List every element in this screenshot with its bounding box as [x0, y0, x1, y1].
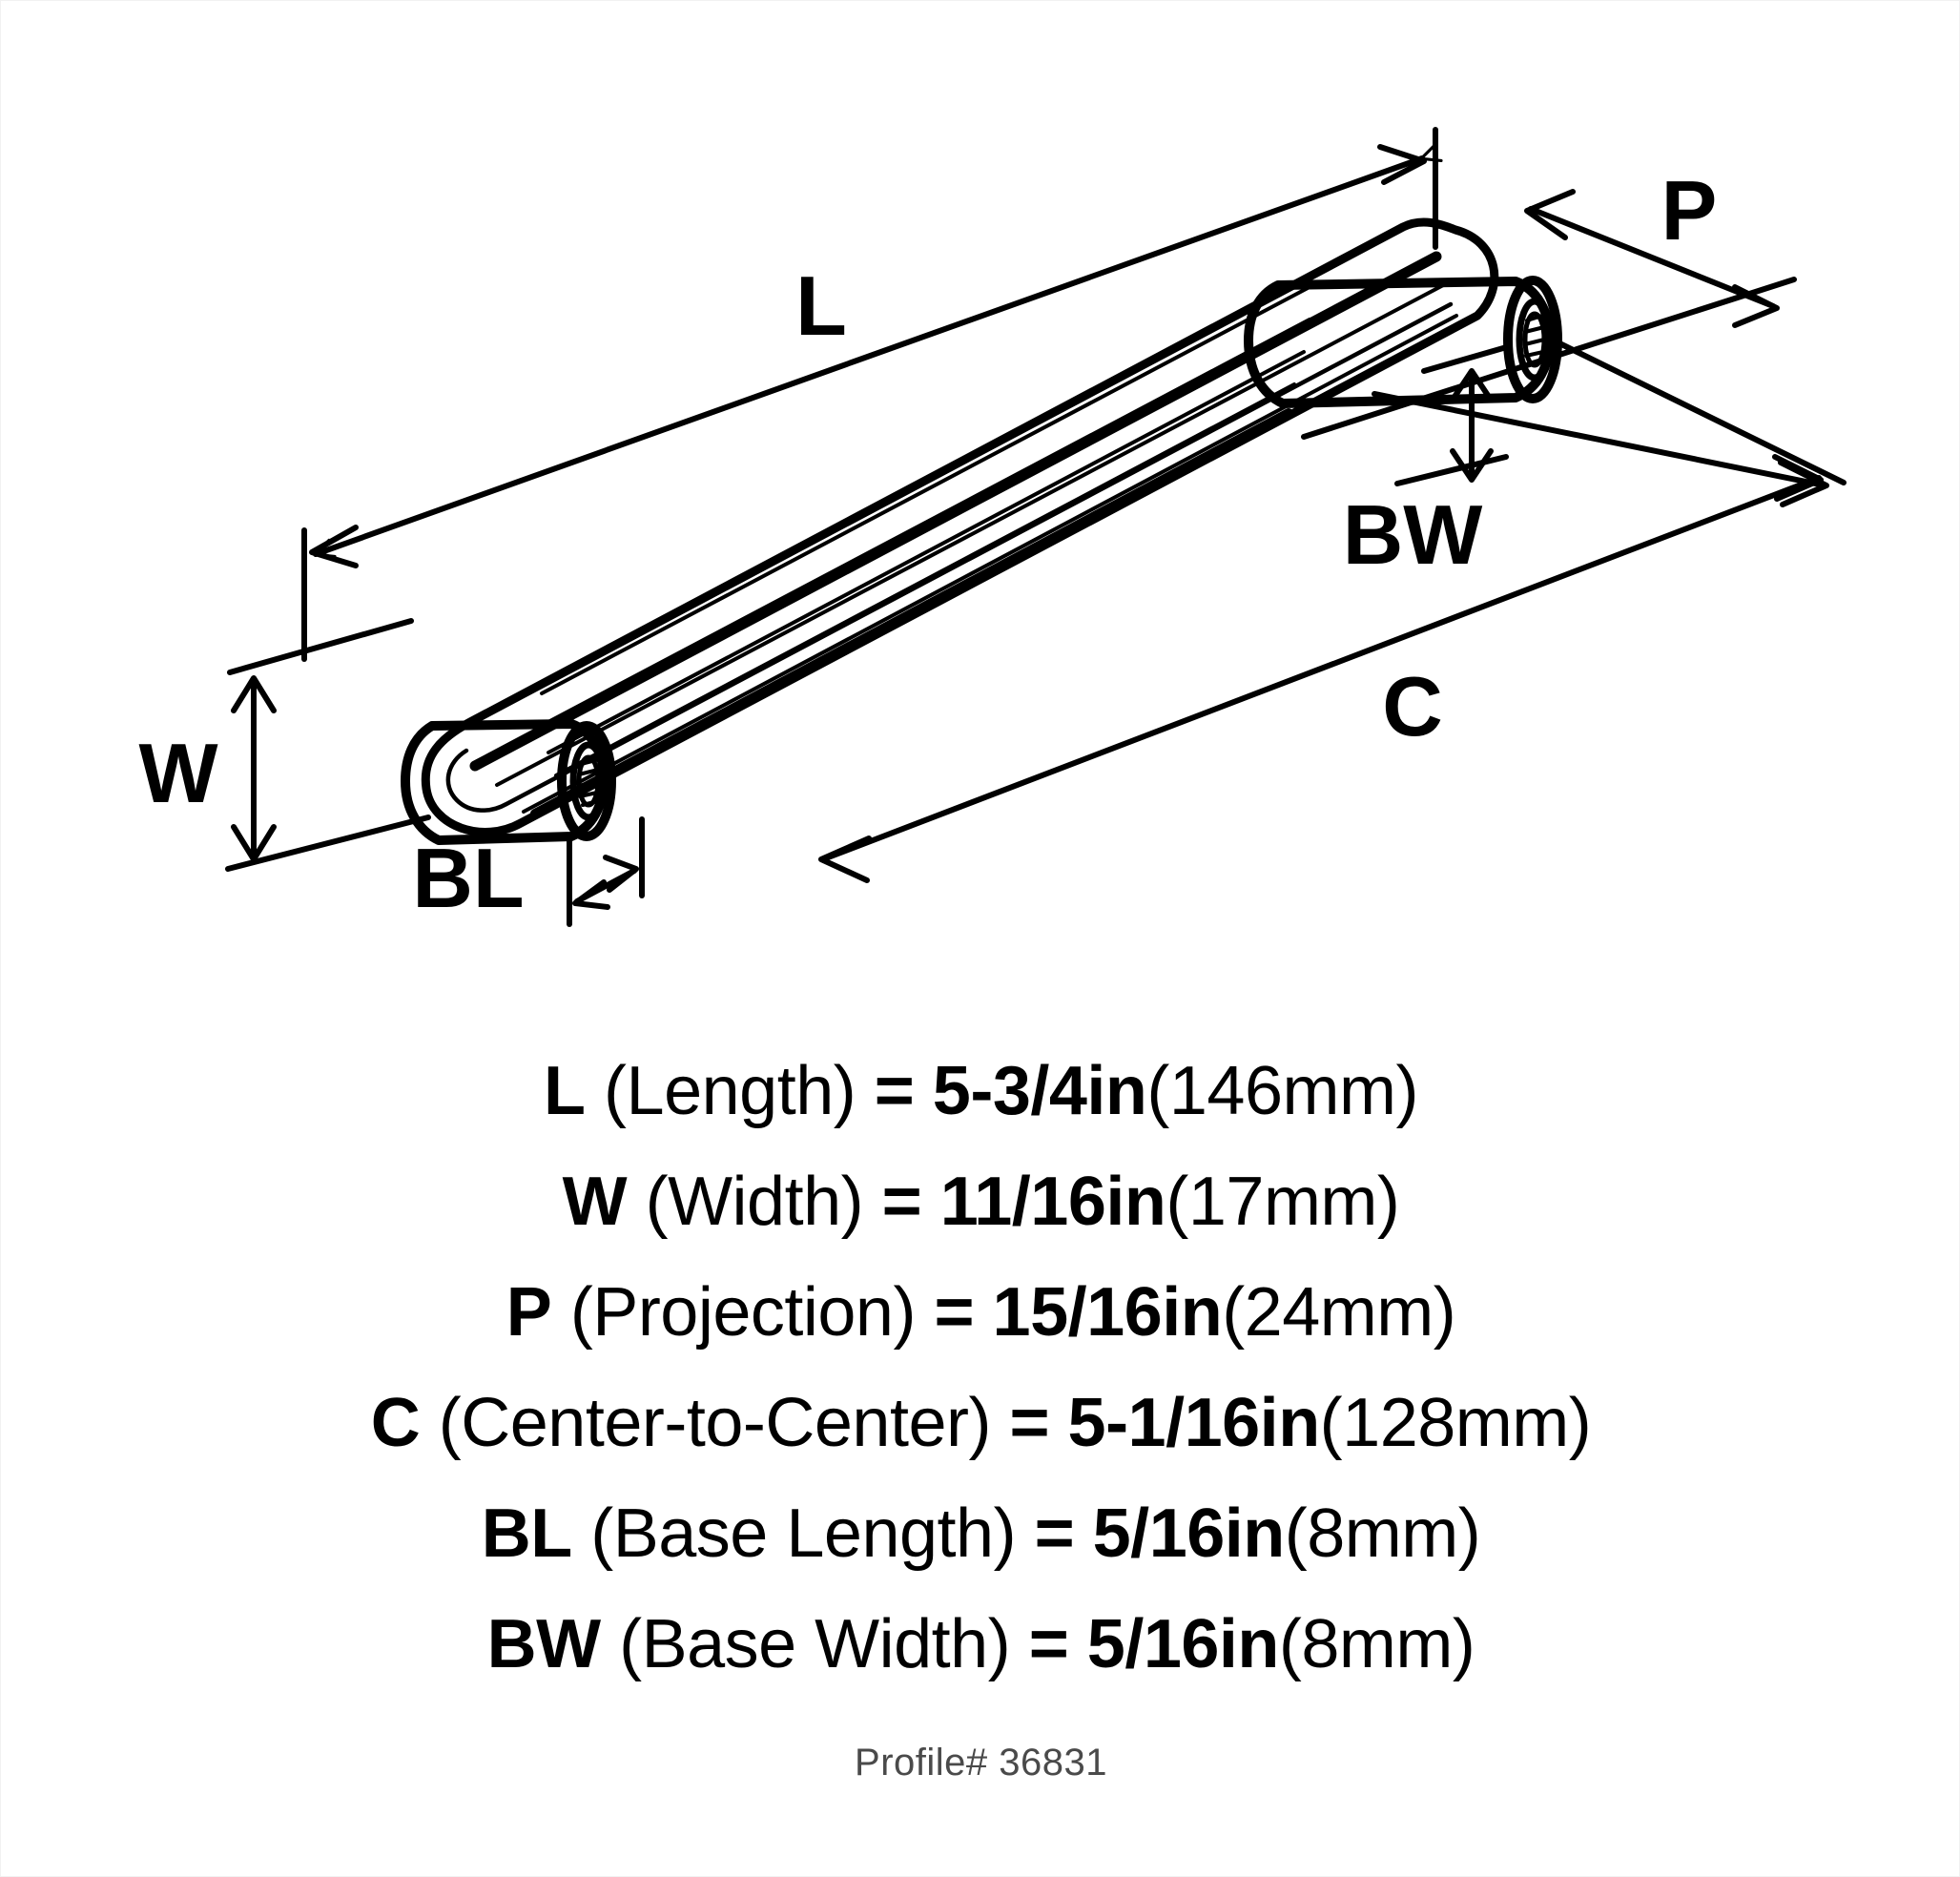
- spec-code-BL: BL: [481, 1495, 572, 1572]
- spec-name-C: (Center-to-Center): [438, 1385, 992, 1461]
- C-arrowhead-right: [1772, 454, 1824, 502]
- P-dimension-line-upper: [1528, 206, 1776, 309]
- BL-arrowhead-left: [572, 879, 610, 910]
- BW-extension-top: [1421, 343, 1513, 374]
- C-dimension-line: [820, 475, 1822, 862]
- spec-name-BL: (Base Length): [590, 1495, 1017, 1572]
- spec-code-BW: BW: [486, 1606, 601, 1682]
- dimension-L-arrows: [309, 144, 1427, 568]
- W-extension-bottom: [225, 815, 431, 872]
- dimension-L: [301, 127, 1435, 662]
- BL-arrowhead-right: [603, 855, 639, 893]
- dimension-BW: [1394, 343, 1513, 486]
- P-arrowhead-upper-right: [1732, 284, 1780, 328]
- spec-inches-W: 11/16in: [939, 1164, 1166, 1240]
- spec-equals-BL: =: [1034, 1495, 1075, 1572]
- spec-row-center-to-center: C (Center-to-Center) = 5-1/16in(128mm): [1, 1368, 1959, 1478]
- spec-mm-L: (146mm): [1146, 1053, 1418, 1129]
- left-post-face-rim: [557, 721, 616, 841]
- spec-code-P: P: [505, 1274, 552, 1351]
- spec-mm-BL: (8mm): [1284, 1495, 1481, 1572]
- spec-mm-BW: (8mm): [1278, 1606, 1475, 1682]
- dimension-P: [1301, 189, 1847, 507]
- flute-line: [547, 350, 1306, 754]
- flute-line: [495, 281, 1449, 787]
- dimension-label-P: P: [1661, 163, 1718, 258]
- spec-inches-BL: 5/16in: [1092, 1495, 1286, 1572]
- L-arrowhead-left: [309, 525, 359, 568]
- spec-equals-BW: =: [1028, 1606, 1069, 1682]
- dimension-BL: [567, 816, 645, 927]
- spec-row-base-width: BW (Base Width) = 5/16in(8mm): [1, 1589, 1959, 1700]
- spec-code-L: L: [544, 1053, 586, 1129]
- spec-inches-C: 5-1/16in: [1067, 1385, 1321, 1461]
- P-arrowhead-upper-left: [1524, 189, 1576, 240]
- bar-top-ridge: [469, 251, 1442, 772]
- spec-mm-W: (17mm): [1166, 1164, 1400, 1240]
- left-screw-hole-outer: [569, 741, 608, 821]
- flute-line: [540, 285, 1311, 695]
- P-extension-upper: [1301, 277, 1797, 440]
- bar-flutes: [495, 281, 1458, 814]
- spec-code-C: C: [370, 1385, 421, 1461]
- spec-inches-L: 5-3/4in: [932, 1053, 1147, 1129]
- L-dimension-line: [313, 158, 1422, 554]
- dimension-W: [225, 618, 431, 872]
- flute-line: [522, 314, 1458, 814]
- profile-number: Profile# 36831: [855, 1742, 1107, 1784]
- technical-drawing: L P BW C: [138, 127, 1847, 927]
- dimension-label-C: C: [1382, 659, 1443, 753]
- spec-mm-P: (24mm): [1222, 1274, 1456, 1351]
- flute-line: [543, 318, 1311, 726]
- dimension-label-BL: BL: [412, 831, 524, 925]
- spec-inches-P: 15/16in: [992, 1274, 1223, 1351]
- left-mounting-post: [401, 719, 616, 845]
- BW-arrowhead-up: [1450, 368, 1494, 402]
- W-arrowhead-down: [231, 824, 277, 862]
- dimension-label-BW: BW: [1343, 487, 1483, 582]
- spec-row-projection: P (Projection) = 15/16in(24mm): [1, 1257, 1959, 1368]
- specification-list: L (Length) = 5-3/4in(146mm) W (Width) = …: [1, 1036, 1959, 1700]
- spec-equals-P: =: [934, 1274, 975, 1351]
- spec-row-base-length: BL (Base Length) = 5/16in(8mm): [1, 1478, 1959, 1589]
- spec-code-W: W: [562, 1164, 628, 1240]
- spec-name-W: (Width): [645, 1164, 864, 1240]
- handle-body: [421, 217, 1499, 836]
- dimension-label-W: W: [138, 726, 217, 820]
- spec-inches-BW: 5/16in: [1086, 1606, 1280, 1682]
- left-screw-thread-hatch: [577, 758, 600, 807]
- W-arrowhead-up: [231, 675, 277, 713]
- spec-row-length: L (Length) = 5-3/4in(146mm): [1, 1036, 1959, 1146]
- spec-name-P: (Projection): [569, 1274, 917, 1351]
- flute-line: [554, 382, 1296, 777]
- P-dimension-line-lower: [1372, 391, 1827, 488]
- W-extension-top: [227, 618, 414, 675]
- BW-arrowhead-down: [1450, 448, 1494, 483]
- dimension-C: [818, 454, 1824, 883]
- spec-equals-L: =: [874, 1053, 915, 1129]
- P-extension-lower: [1547, 336, 1847, 485]
- spec-name-L: (Length): [604, 1053, 856, 1129]
- C-arrowhead-left: [818, 835, 872, 883]
- spec-name-BW: (Base Width): [619, 1606, 1011, 1682]
- L-arrowhead-right: [1377, 144, 1427, 185]
- spec-equals-W: =: [881, 1164, 922, 1240]
- spec-row-width: W (Width) = 11/16in(17mm): [1, 1146, 1959, 1257]
- spec-equals-C: =: [1009, 1385, 1050, 1461]
- dimension-label-L: L: [795, 258, 847, 353]
- BW-extension-bottom: [1394, 454, 1509, 486]
- bar-bottom-edge: [530, 408, 1293, 818]
- bar-inner-nose: [445, 301, 1454, 813]
- spec-mm-C: (128mm): [1319, 1385, 1592, 1461]
